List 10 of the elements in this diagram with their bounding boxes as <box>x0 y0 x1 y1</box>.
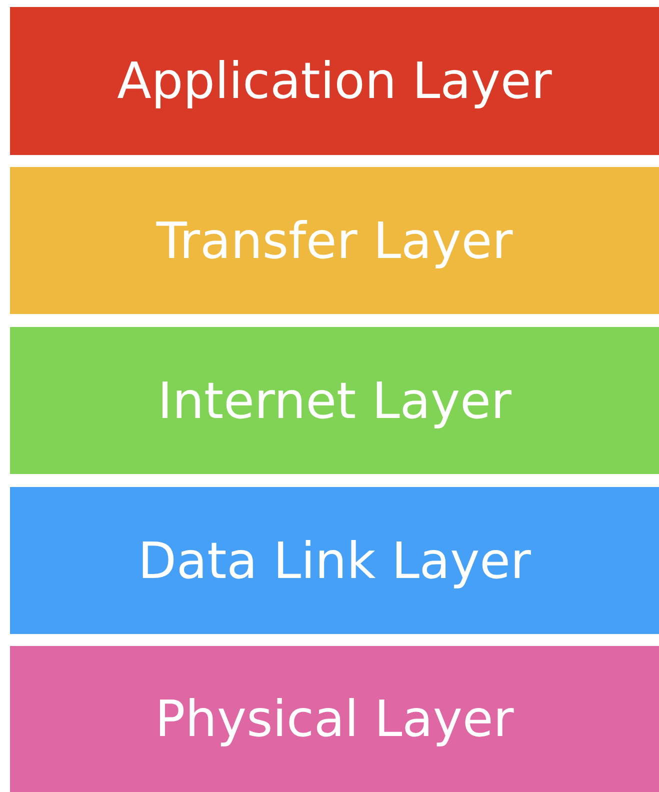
layer-band <box>10 646 659 792</box>
layer-name: Physical Layer <box>155 690 514 748</box>
layer-name: Internet Layer <box>158 372 512 430</box>
layer-band <box>10 487 659 634</box>
layer-name: Application Layer <box>117 52 552 110</box>
layer-band <box>10 7 659 155</box>
layer-band <box>10 327 659 474</box>
layer-name: Transfer Layer <box>156 212 513 270</box>
layer-name: Data Link Layer <box>138 532 531 590</box>
layer-band <box>10 167 659 314</box>
